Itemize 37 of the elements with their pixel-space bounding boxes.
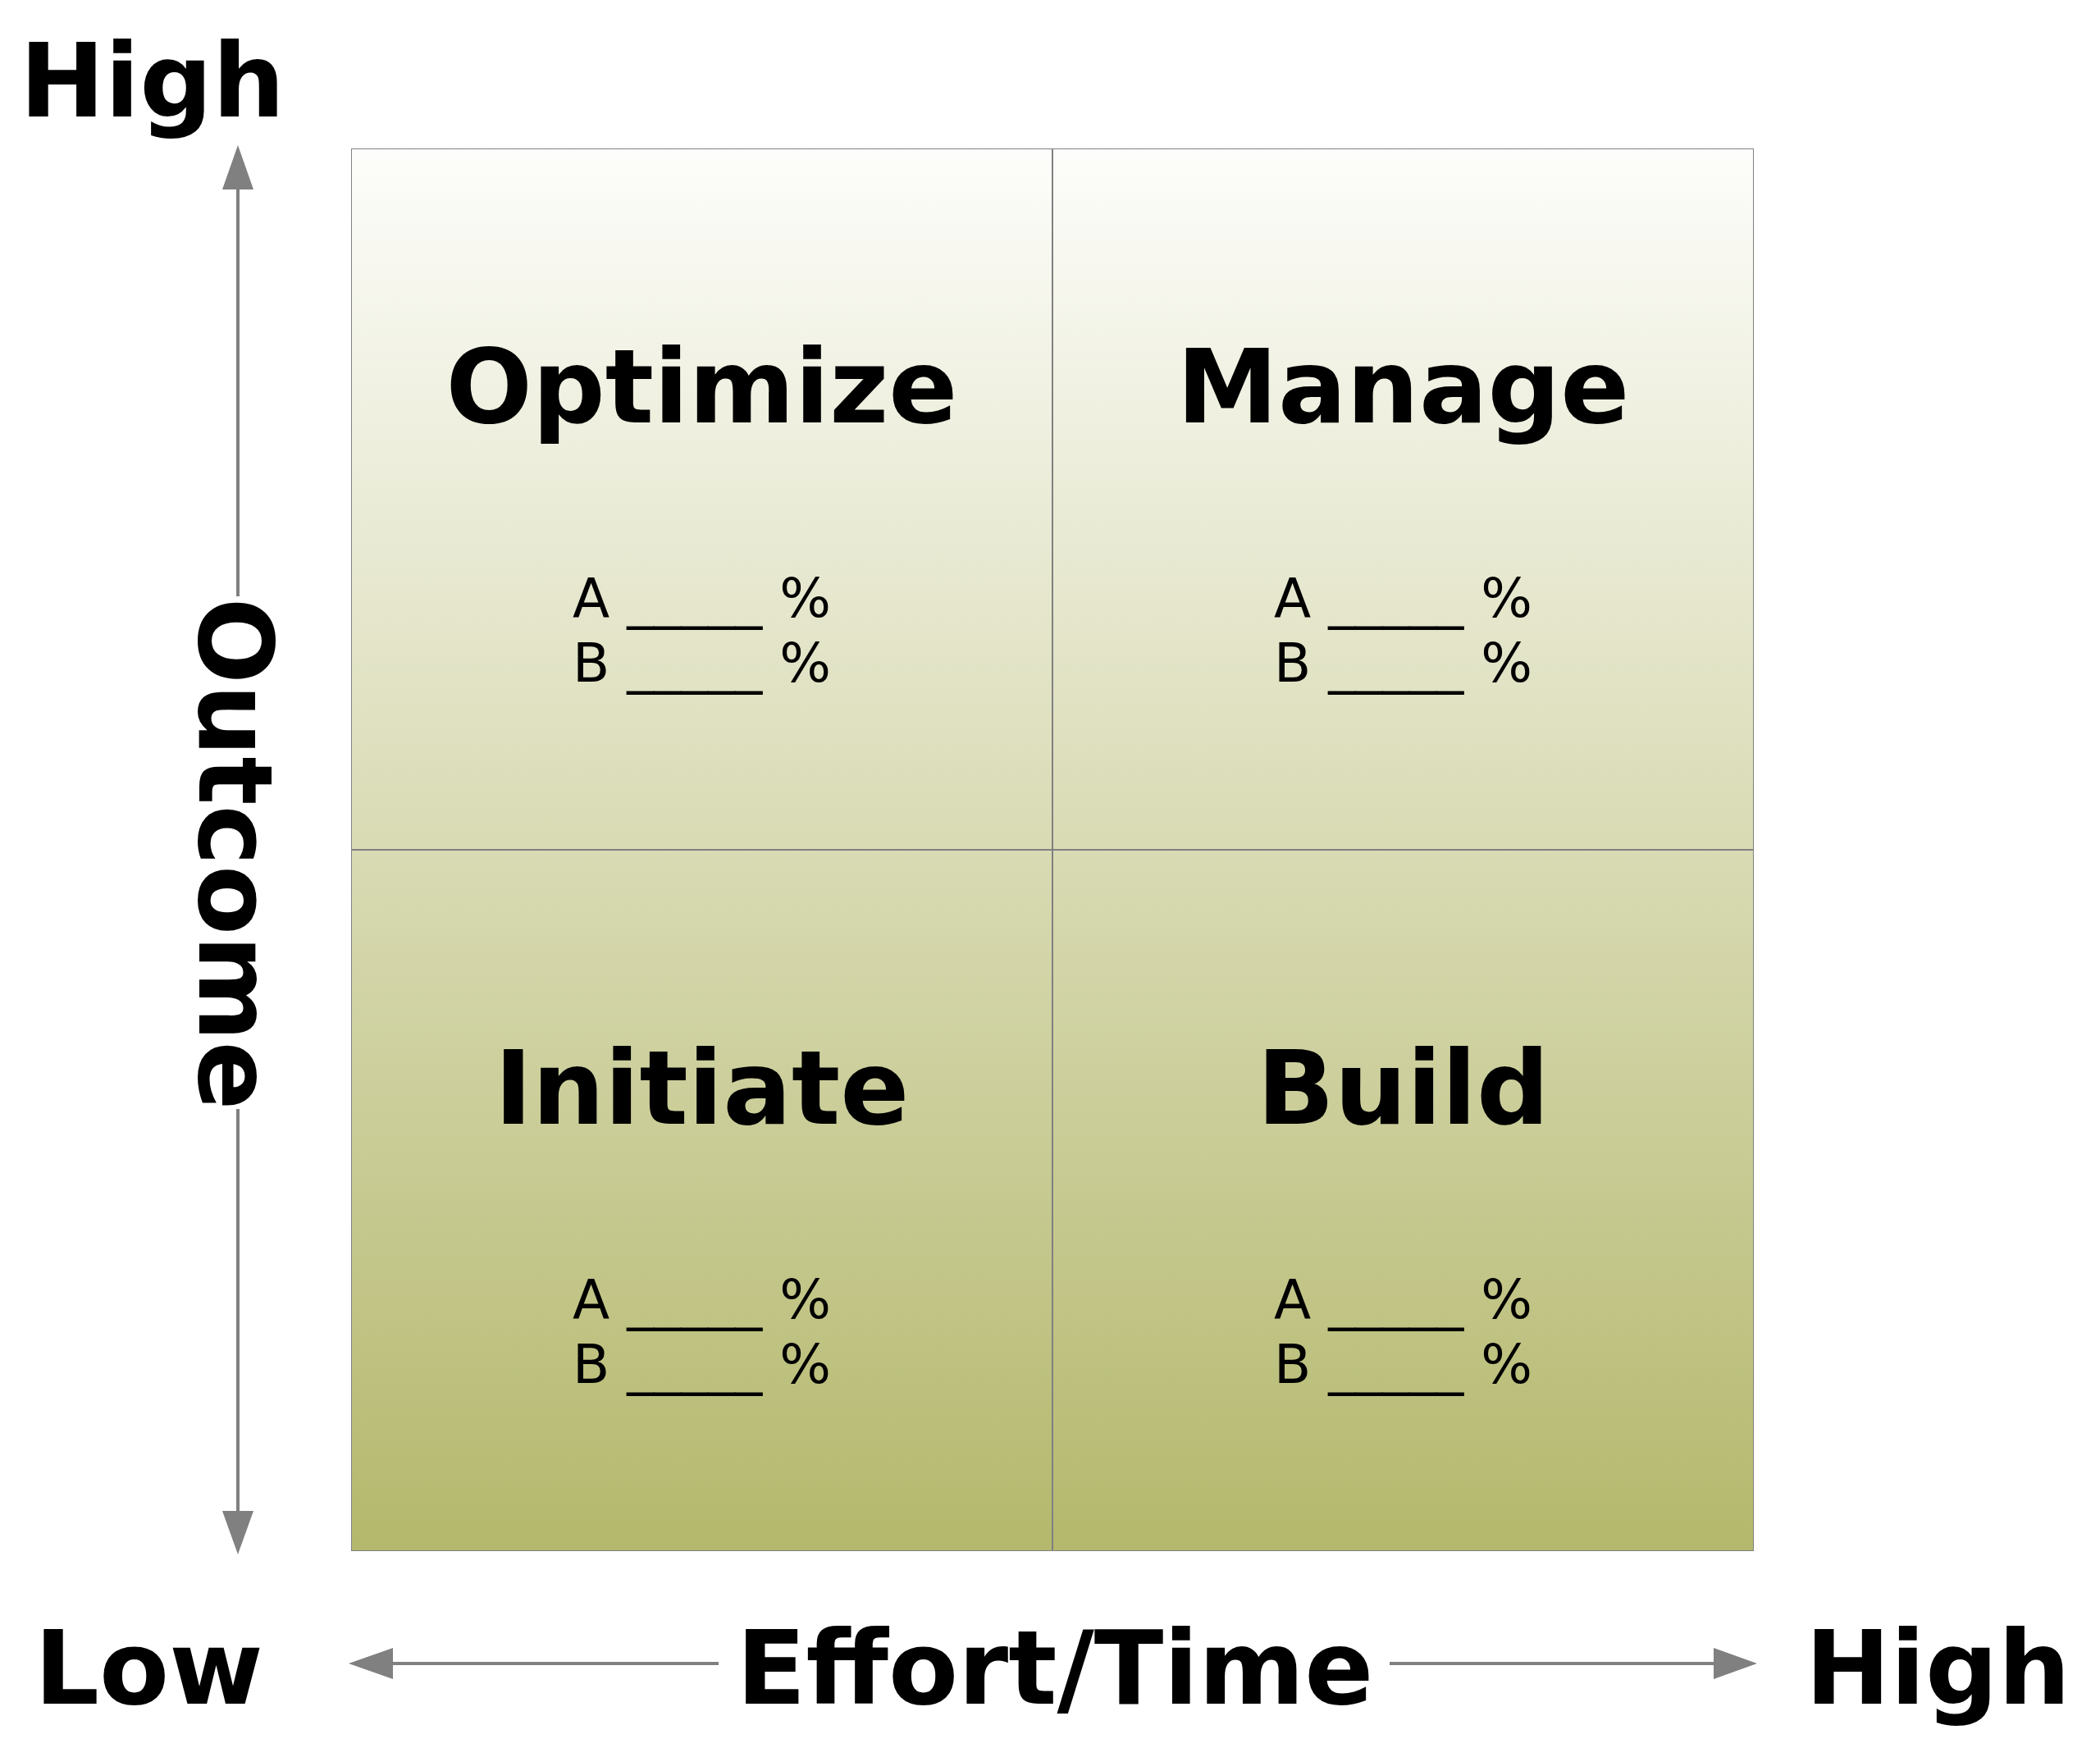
field-label: B (1274, 1333, 1312, 1396)
unit-label: % (1481, 632, 1532, 695)
quadrant-title: Build (1257, 1029, 1550, 1148)
axis-end-label: High (1805, 1609, 2070, 1729)
field-label: B (573, 1333, 610, 1396)
quadrant-title: Initiate (494, 1029, 910, 1148)
unit-label: % (1481, 1268, 1532, 1331)
fill-in-line: _____ (1328, 632, 1464, 695)
field-label: B (573, 632, 610, 695)
fill-in-line: _____ (627, 632, 763, 695)
fill-in-line: _____ (627, 1268, 763, 1331)
unit-label: % (1481, 1333, 1532, 1396)
quadrant-panel (351, 850, 1052, 1551)
unit-label: % (1481, 567, 1532, 630)
quadrant-title: Optimize (445, 328, 958, 446)
fill-in-line: _____ (1328, 1268, 1464, 1331)
field-label: A (573, 1268, 610, 1331)
quadrant-title: Manage (1176, 328, 1630, 446)
fill-in-line: _____ (627, 1333, 763, 1396)
quadrant-panel (1052, 850, 1754, 1551)
fill-in-line: _____ (1328, 567, 1464, 630)
unit-label: % (779, 1268, 831, 1331)
unit-label: % (779, 567, 831, 630)
axis-end-label: Low (34, 1609, 263, 1729)
unit-label: % (779, 632, 831, 695)
axis-title: Effort/Time (736, 1609, 1374, 1729)
quadrant-panel (351, 148, 1052, 850)
axis-end-label: High (20, 21, 285, 142)
field-label: A (573, 567, 610, 630)
field-label: A (1274, 567, 1312, 630)
unit-label: % (779, 1333, 831, 1396)
field-label: A (1274, 1268, 1312, 1331)
quadrant-panel (1052, 148, 1754, 850)
fill-in-line: _____ (1328, 1333, 1464, 1396)
field-label: B (1274, 632, 1312, 695)
fill-in-line: _____ (627, 567, 763, 630)
axis-title: Outcome (175, 597, 295, 1111)
